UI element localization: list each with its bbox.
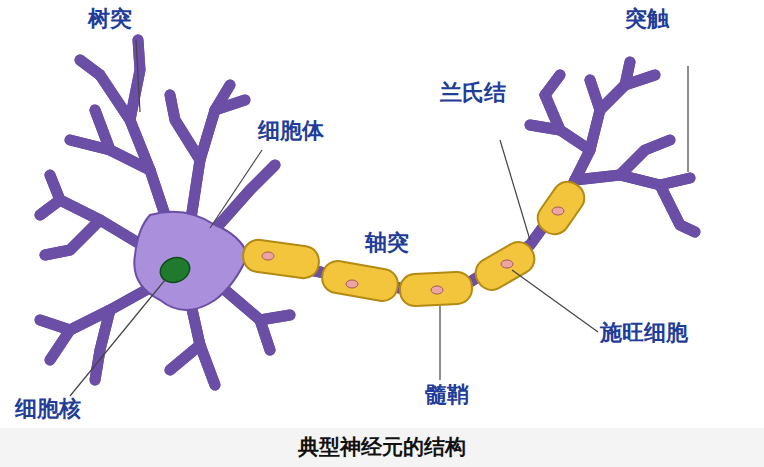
- part-label: 施旺细胞: [600, 320, 688, 346]
- part-label: 突触: [625, 6, 669, 32]
- part-label: 兰氏结: [440, 80, 506, 106]
- part-label: 细胞体: [258, 118, 324, 144]
- part-label: 细胞核: [15, 396, 81, 422]
- part-label: 髓鞘: [425, 382, 469, 408]
- part-label: 轴突: [365, 230, 409, 256]
- figure-caption: 典型神经元的结构: [298, 433, 466, 461]
- part-label: 树突: [88, 6, 132, 32]
